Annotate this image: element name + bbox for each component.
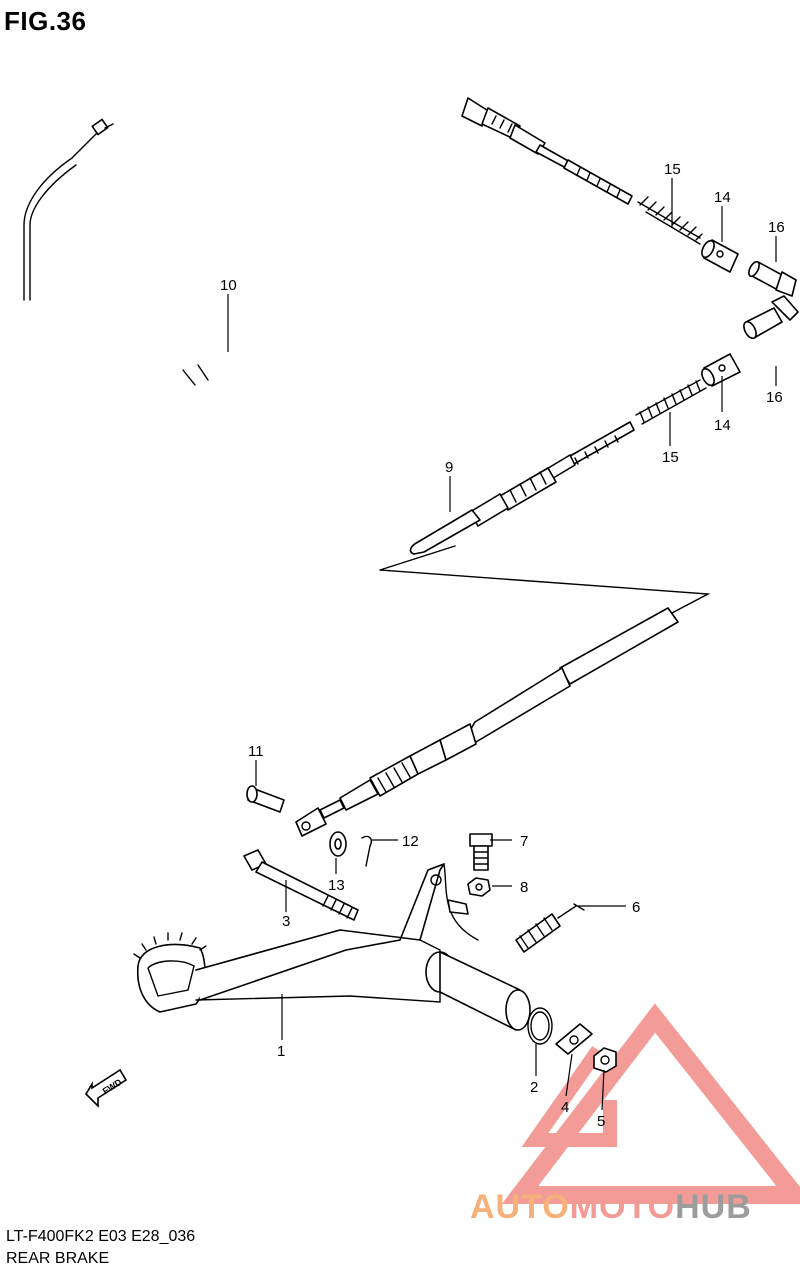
callout-4: 4 (561, 1099, 569, 1116)
part-11-clevis-pin (246, 785, 285, 813)
part-13-washer (329, 831, 347, 857)
figure-title: FIG.36 (4, 6, 87, 36)
callout-16-lower: 16 (766, 389, 783, 406)
callout-14-lower: 14 (714, 417, 731, 434)
callout-11: 11 (248, 743, 264, 760)
callout-2: 2 (530, 1079, 538, 1096)
callout-8: 8 (520, 879, 528, 896)
part-4-washer (555, 1023, 593, 1055)
part-15-spring-upper (637, 196, 703, 245)
callout-1: 1 (277, 1043, 285, 1060)
part-7-bolt (469, 833, 493, 871)
callout-14-upper: 14 (714, 189, 731, 206)
callout-13: 13 (328, 877, 345, 894)
part-6-spring (515, 903, 585, 953)
part-8-nut (467, 877, 491, 897)
callout-16-upper: 16 (768, 219, 785, 236)
part-12-cotter-pin (361, 835, 372, 867)
callout-7: 7 (520, 833, 528, 850)
part-16-bolt-lower (743, 295, 799, 340)
watermark-part-1: AUTO (470, 1188, 570, 1226)
section-title: REAR BRAKE (6, 1250, 110, 1267)
part-5-nut (593, 1047, 617, 1073)
part-16-bolt-upper (748, 260, 797, 297)
callout-15-upper: 15 (664, 161, 681, 178)
part-10-cable (17, 70, 633, 431)
callout-9: 9 (445, 459, 453, 476)
part-9-cable-lower (295, 607, 679, 837)
callout-12: 12 (402, 833, 419, 850)
callout-3: 3 (282, 913, 290, 930)
part-15-spring-lower (635, 379, 707, 425)
watermark-part-2: MOTO (569, 1188, 676, 1226)
part-1-brake-pedal (133, 863, 531, 1031)
part-2-snap-ring (527, 1007, 553, 1045)
part-14-pin-upper (701, 239, 739, 273)
part-9-cable (409, 421, 635, 555)
callout-6: 6 (632, 899, 640, 916)
watermark-wordmark: AUTOMOTOHUB (470, 1188, 752, 1227)
part-14-pin-lower (701, 353, 741, 387)
callout-5: 5 (597, 1113, 605, 1130)
footer: LT-F400FK2 E03 E28_036 REAR BRAKE (6, 1226, 195, 1270)
callout-15-lower: 15 (662, 449, 679, 466)
break-line (379, 545, 711, 615)
fwd-arrow-icon: FWD (84, 1068, 128, 1108)
part-3-bolt (243, 849, 359, 921)
model-code: LT-F400FK2 E03 E28_036 (6, 1228, 196, 1245)
callout-10: 10 (220, 277, 237, 294)
watermark-part-3: HUB (675, 1188, 752, 1226)
